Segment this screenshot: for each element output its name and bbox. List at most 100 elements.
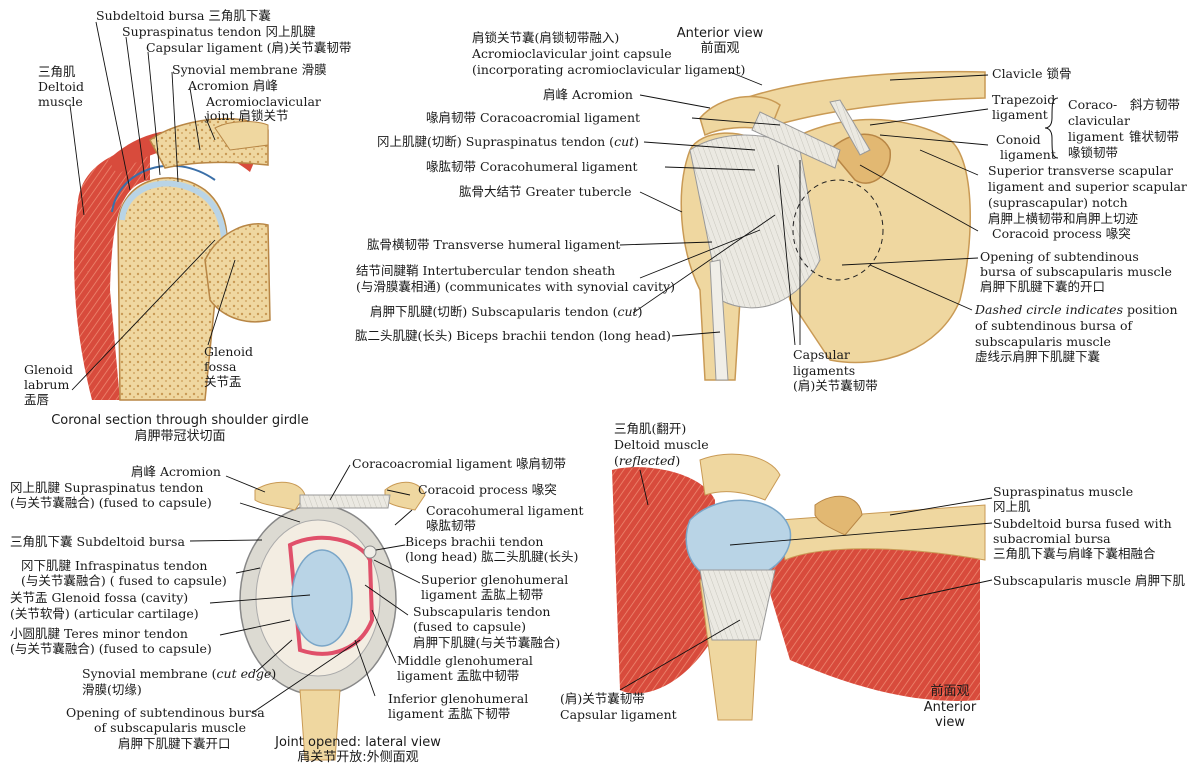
p1-caption-zh: 肩胛带冠状切面 — [134, 429, 226, 444]
p1-glenoid-fossa-3: 关节盂 — [204, 374, 242, 389]
p1-deltoid-label-1: 三角肌 — [38, 64, 76, 79]
p1-deltoid-label-3: muscle — [38, 94, 83, 109]
p2-coracoid-label: Coracoid process 喙突 — [992, 226, 1131, 241]
p3-subscap-1: Subscapularis tendon — [413, 604, 551, 619]
p2-view-zh: 前面观 — [700, 41, 740, 56]
p2-sup-transverse-3: (suprascapular) notch — [988, 195, 1128, 210]
biceps-tendon — [709, 259, 729, 381]
p2-acj-capsule-3: (incorporating acromioclavicular ligamen… — [472, 62, 746, 77]
p1-acj-label-1: Acromioclavicular — [206, 94, 321, 109]
p3-synovial-2: 滑膜(切缘) — [82, 682, 142, 697]
p3-subscap-2: (fused to capsule) — [413, 619, 527, 634]
p3-biceps-2: (long head) 肱二头肌腱(长头) — [405, 549, 579, 564]
bursa-p4 — [685, 499, 792, 582]
p2-sup-transverse-4: 肩胛上横韧带和肩胛上切迹 — [988, 211, 1139, 226]
p2-dashed-4: 虚线示肩胛下肌腱下囊 — [975, 349, 1101, 364]
p3-subscap-3: 肩胛下肌腱(与关节囊融合) — [413, 635, 561, 650]
p3-glenoid-1: 关节盂 Glenoid fossa (cavity) — [10, 590, 189, 605]
p1-supraspinatus-label: Supraspinatus tendon 冈上肌腱 — [122, 24, 316, 39]
p1-acromion-label: Acromion 肩峰 — [188, 78, 278, 93]
coracoacromial-ligament — [751, 111, 841, 169]
p2-intertubercular-2: (与滑膜囊相通) (communicates with synovial cav… — [356, 279, 675, 294]
p1-deltoid-label-2: Deltoid — [38, 79, 84, 94]
p2-acj-capsule-2: Acromioclavicular joint capsule — [472, 46, 672, 61]
p3-mid-gh-1: Middle glenohumeral — [397, 653, 533, 668]
anterior-view-art — [680, 70, 986, 381]
p2-acj-capsule-1: 肩锁关节囊(肩锁韧带融入) — [472, 30, 620, 45]
p2-conoid-1: Conoid — [996, 132, 1041, 147]
p2-supraspinatus-cut-label: 冈上肌腱(切断) Supraspinatus tendon (cut) — [377, 134, 640, 149]
p1-synovial-label: Synovial membrane 滑膜 — [172, 62, 327, 77]
capsule-p4 — [699, 569, 776, 641]
p4-deltoid-1: 三角肌(翻开) — [614, 421, 687, 436]
p2-subscapularis-cut-label: 肩胛下肌腱(切断) Subscapularis tendon (cut) — [370, 304, 643, 319]
coracoclavicular-brace — [1044, 97, 1059, 159]
p4-capsular-2: Capsular ligament — [560, 707, 677, 722]
p3-coracoid-label: Coracoid process 喙突 — [418, 482, 557, 497]
bursa-dashed-circle — [792, 179, 884, 281]
p2-dashed-1: Dashed circle indicates position — [975, 302, 1178, 317]
p2-coracoacromial-label: 喙肩韧带 Coracoacromial ligament — [426, 110, 641, 125]
p2-dashed-3: subscapularis muscle — [975, 334, 1111, 349]
p4-view-en-1: Anterior — [923, 700, 977, 715]
p3-coracohumeral-1: Coracohumeral ligament — [426, 503, 584, 518]
p2-clavicle-label: Clavicle 锁骨 — [992, 66, 1072, 81]
p2-intertubercular-1: 结节间腱鞘 Intertubercular tendon sheath — [356, 263, 616, 278]
p2-trapezoid-1: Trapezoid — [992, 92, 1056, 107]
p2-conoid-2: ligament — [1000, 147, 1056, 162]
p4-supraspinatus-1: Supraspinatus muscle — [993, 484, 1134, 499]
synovial-edge — [287, 535, 375, 656]
p3-teres-1: 小圆肌腱 Teres minor tendon — [10, 626, 188, 641]
p2-sup-transverse-1: Superior transverse scapular — [988, 163, 1173, 178]
p2-coraco-1: Coraco- — [1068, 97, 1118, 112]
acromion-p4 — [699, 453, 781, 501]
p2-greater-tubercle-label: 肱骨大结节 Greater tubercle — [459, 184, 632, 199]
p2-capsular-3: (肩)关节囊韧带 — [793, 378, 878, 393]
coronal-section-art — [74, 117, 271, 401]
p4-subscapularis-label: Subscapularis muscle 肩胛下肌 — [993, 573, 1186, 588]
p2-transverse-humeral-label: 肱骨横韧带 Transverse humeral ligament — [367, 237, 621, 252]
p3-subdeltoid-label: 三角肌下囊 Subdeltoid bursa — [10, 534, 185, 549]
p3-coracohumeral-2: 喙肱韧带 — [426, 518, 477, 533]
p2-coracohumeral-label: 喙肱韧带 Coracohumeral ligament — [426, 159, 638, 174]
p1-glenoid-labrum-3: 盂唇 — [24, 392, 50, 407]
p3-infraspinatus-2: (与关节囊融合) ( fused to capsule) — [21, 573, 227, 588]
p4-subdeltoid-1: Subdeltoid bursa fused with — [993, 516, 1172, 531]
p3-opening-3: 肩胛下肌腱下囊开口 — [118, 736, 231, 751]
p1-glenoid-fossa-1: Glenoid — [204, 344, 253, 359]
p3-supraspinatus-2: (与关节囊融合) (fused to capsule) — [10, 495, 212, 510]
p4-view-en-2: view — [935, 715, 965, 730]
p3-sup-gh-1: Superior glenohumeral — [421, 572, 569, 587]
p2-capsular-2: ligaments — [793, 363, 856, 378]
scapula-glenoid — [204, 223, 271, 323]
p4-deltoid-2: Deltoid muscle — [614, 437, 709, 452]
p3-inf-gh-1: Inferior glenohumeral — [388, 691, 529, 706]
p3-opening-1: Opening of subtendinous bursa — [66, 705, 265, 720]
p2-biceps-long-label: 肱二头肌腱(长头) Biceps brachii tendon (long he… — [355, 328, 671, 343]
p2-conoid-zh: 锥状韧带 — [1129, 129, 1180, 144]
p2-sup-transverse-2: ligament and superior scapular — [988, 179, 1187, 194]
coracoclavicular-ligament — [829, 99, 871, 156]
scapula-body — [759, 118, 971, 364]
p2-acromion-label: 肩峰 Acromion — [543, 87, 633, 102]
p4-capsular-1: (肩)关节囊韧带 — [560, 691, 645, 706]
p1-glenoid-labrum-2: labrum — [24, 377, 70, 392]
subscapularis-muscle — [760, 541, 980, 701]
p4-view-zh: 前面观 — [930, 684, 970, 699]
coracoacromial-p3 — [299, 494, 391, 509]
p3-glenoid-2: (关节软骨) (articular cartilage) — [10, 606, 199, 621]
p3-inf-gh-2: ligament 盂肱下韧带 — [388, 706, 511, 721]
lateral-view-art — [239, 481, 426, 761]
p4-subdeltoid-2: subacromial bursa — [993, 531, 1111, 546]
p3-caption-en: Joint opened: lateral view — [275, 735, 441, 750]
p3-caption-zh: 肩关节开放:外侧面观 — [297, 750, 419, 765]
p3-sup-gh-2: ligament 盂肱上韧带 — [421, 587, 544, 602]
p2-opening-3: 肩胛下肌腱下囊的开口 — [980, 279, 1106, 294]
p2-view-en: Anterior view — [676, 26, 764, 41]
acromion-p3 — [254, 481, 306, 511]
deltoid-muscle-shape — [74, 145, 150, 400]
p3-biceps-1: Biceps brachii tendon — [405, 534, 544, 549]
p1-subdeltoid-label: Subdeltoid bursa 三角肌下囊 — [96, 8, 271, 23]
